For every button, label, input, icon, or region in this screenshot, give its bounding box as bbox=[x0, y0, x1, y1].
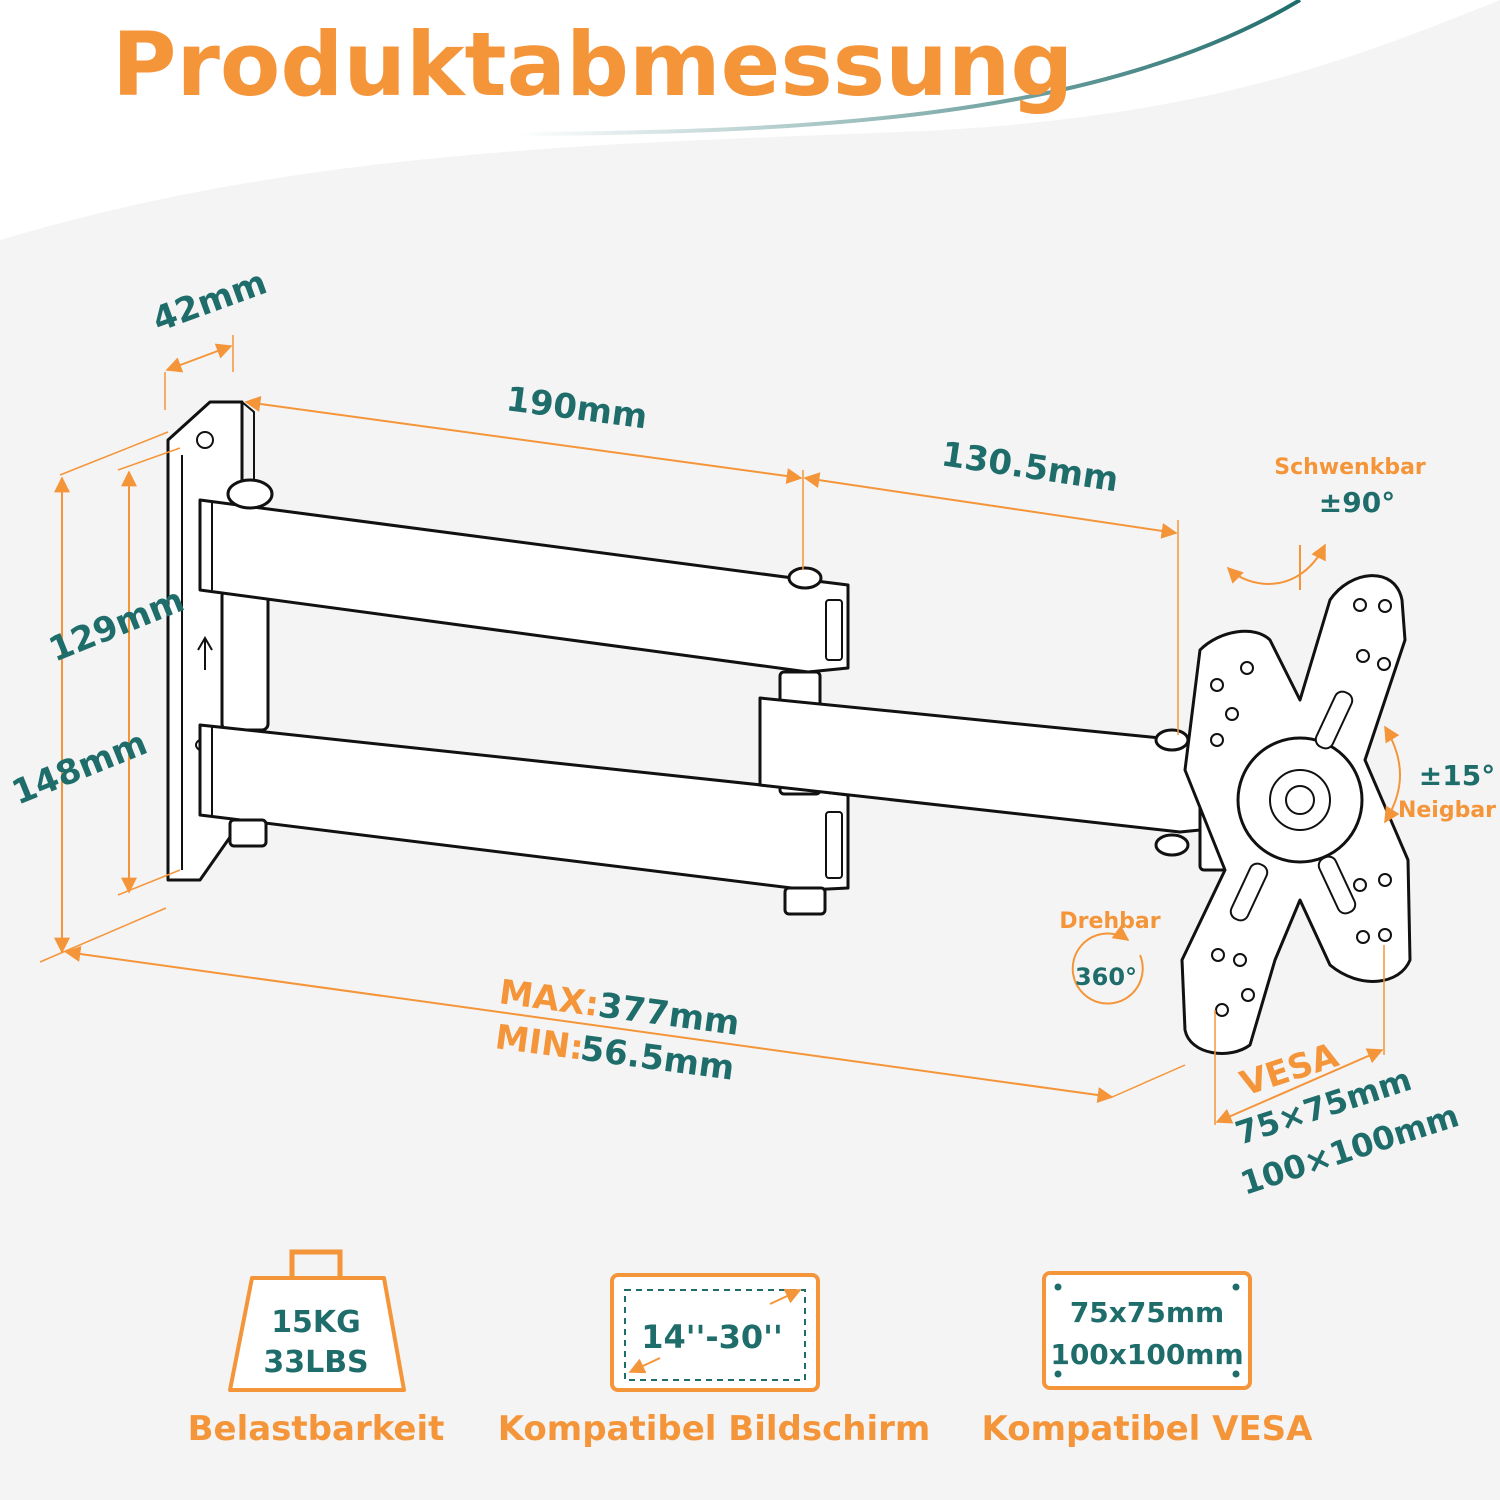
swivel-value: ±90° bbox=[1319, 486, 1395, 519]
depth-dimension-label: 42mm bbox=[147, 262, 272, 340]
long-arm-dimension-label: 190mm bbox=[504, 379, 650, 437]
swivel-label: Schwenkbar bbox=[1274, 455, 1426, 480]
outer-height-dimension-label: 148mm bbox=[6, 723, 152, 813]
feature-screen-size: 14''-30'' Kompatibel Bildschirm bbox=[498, 1273, 931, 1449]
wall-mount-drawing bbox=[166, 400, 1412, 1055]
load-caption: Belastbarkeit bbox=[188, 1409, 445, 1449]
vesa-feature-75: 75x75mm bbox=[1070, 1296, 1224, 1329]
dimension-lines bbox=[39, 335, 1401, 1125]
weight-icon bbox=[228, 1249, 406, 1392]
load-kg: 15KG bbox=[271, 1305, 361, 1340]
feature-load-capacity: 15KG 33LBS Belastbarkeit bbox=[188, 1249, 445, 1449]
screen-size-range: 14''-30'' bbox=[641, 1318, 783, 1356]
vesa-feature-100: 100x100mm bbox=[1050, 1338, 1243, 1371]
vesa-plate bbox=[1180, 574, 1412, 1055]
lower-arm bbox=[198, 723, 850, 892]
screen-size-icon bbox=[610, 1273, 820, 1392]
short-arm-dimension-label: 130.5mm bbox=[939, 434, 1121, 500]
tilt-value: ±15° bbox=[1419, 759, 1495, 792]
header-band bbox=[0, 0, 1500, 240]
screen-size-caption: Kompatibel Bildschirm bbox=[498, 1409, 931, 1449]
rotate-value: 360° bbox=[1075, 963, 1137, 991]
rotate-label: Drehbar bbox=[1059, 909, 1160, 934]
vesa-plate-icon bbox=[1042, 1271, 1252, 1390]
upper-arm bbox=[198, 498, 850, 674]
load-lbs: 33LBS bbox=[263, 1345, 368, 1380]
page-title: Produktabmessung bbox=[112, 13, 1073, 116]
min-label: MIN: bbox=[493, 1017, 586, 1068]
vesa-caption: Kompatibel VESA bbox=[982, 1409, 1314, 1449]
feature-vesa: 75x75mm 100x100mm Kompatibel VESA bbox=[982, 1271, 1314, 1449]
max-label: MAX: bbox=[497, 972, 601, 1025]
tilt-label: Neigbar bbox=[1398, 798, 1496, 823]
up-arrow-icon bbox=[197, 636, 213, 670]
